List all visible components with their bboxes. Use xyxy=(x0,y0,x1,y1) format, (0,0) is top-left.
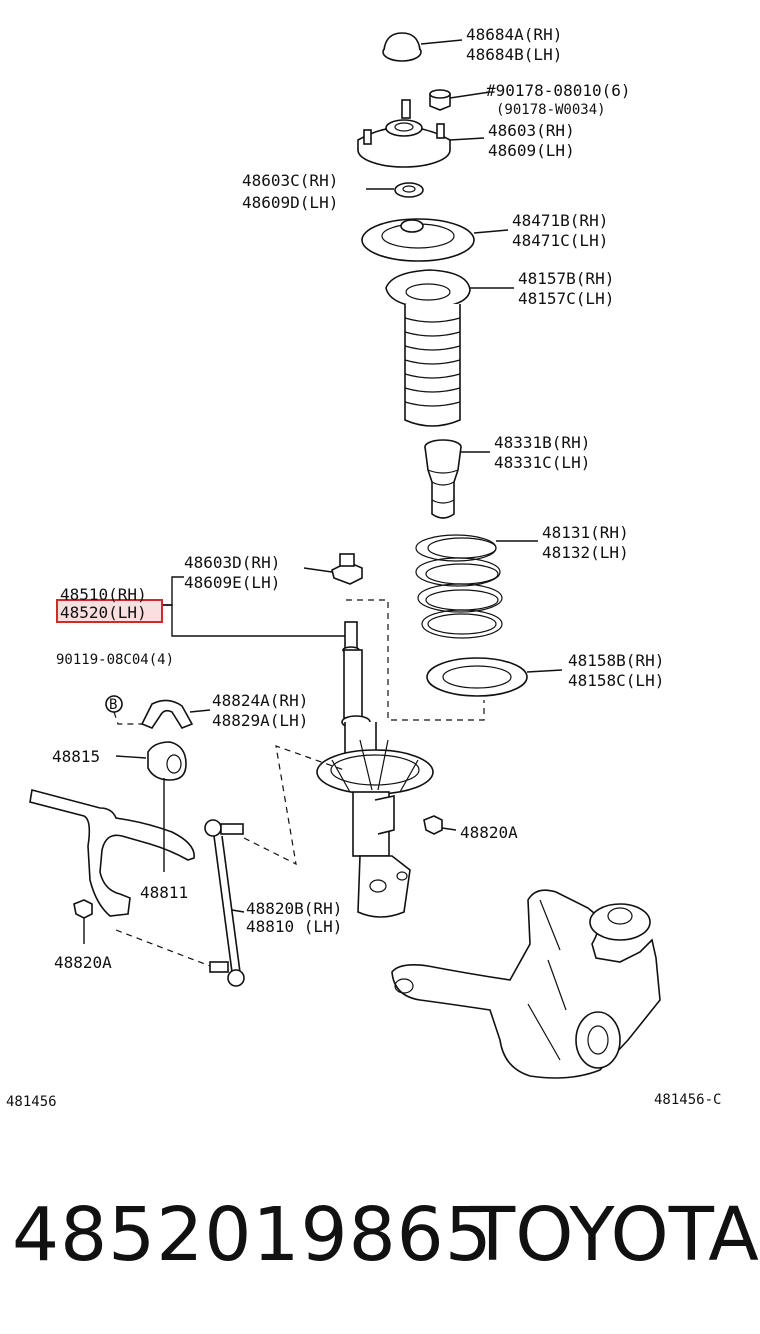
label-nut-top-a[interactable]: #90178-08010(6) xyxy=(486,81,631,100)
label-nut-top-b[interactable]: (90178-W0034) xyxy=(496,102,606,118)
upper-seat-drawing xyxy=(361,218,509,262)
label-cap-lh[interactable]: 48684B(LH) xyxy=(466,45,562,64)
spring-bumper-boot-drawing xyxy=(385,269,514,427)
label-link-lh[interactable]: 48810 (LH) xyxy=(246,917,342,936)
absorber-leader xyxy=(163,576,345,637)
label-rod-nut-rh[interactable]: 48603D(RH) xyxy=(184,553,280,572)
lower-insulator-drawing xyxy=(426,657,563,697)
label-bushing[interactable]: 48815 xyxy=(52,747,100,766)
stabilizer-bar-drawing xyxy=(29,778,195,917)
label-rod-nut-lh[interactable]: 48609E(LH) xyxy=(184,573,280,592)
assembly-line-spring xyxy=(346,599,485,721)
label-washer-lh[interactable]: 48609D(LH) xyxy=(242,193,338,212)
label-bracket-lh[interactable]: 48829A(LH) xyxy=(212,711,308,730)
stabilizer-bushing-drawing xyxy=(115,741,187,781)
label-nut-strut[interactable]: 48820A xyxy=(460,823,518,842)
label-lower-insulator-rh[interactable]: 48158B(RH) xyxy=(568,651,664,670)
suspension-support-drawing xyxy=(357,99,485,168)
bound-bumper-drawing xyxy=(424,439,490,519)
shock-absorber-drawing xyxy=(316,621,434,918)
label-bolt[interactable]: 90119-08C04(4) xyxy=(56,652,174,668)
label-support-rh[interactable]: 48603(RH) xyxy=(488,121,575,140)
dust-cap-drawing xyxy=(382,32,463,62)
selected-part-highlight xyxy=(56,599,163,623)
top-nut-drawing xyxy=(429,89,491,111)
assembly-line-bar xyxy=(115,929,211,967)
label-nut-bar[interactable]: 48820A xyxy=(54,953,112,972)
label-spring-lh[interactable]: 48132(LH) xyxy=(542,543,629,562)
label-upper-seat-rh[interactable]: 48471B(RH) xyxy=(512,211,608,230)
coil-spring-drawing xyxy=(415,534,538,639)
label-cap-rh[interactable]: 48684A(RH) xyxy=(466,25,562,44)
label-boot-rh[interactable]: 48157B(RH) xyxy=(518,269,614,288)
label-link-rh[interactable]: 48820B(RH) xyxy=(246,899,342,918)
rod-nut-drawing xyxy=(303,553,363,585)
figure-code-right: 481456-C xyxy=(654,1092,721,1108)
figure-code-left: 481456 xyxy=(6,1094,57,1110)
label-upper-seat-lh[interactable]: 48471C(LH) xyxy=(512,231,608,250)
stabilizer-bracket-drawing xyxy=(140,699,211,729)
label-boot-lh[interactable]: 48157C(LH) xyxy=(518,289,614,308)
label-bracket-rh[interactable]: 48824A(RH) xyxy=(212,691,308,710)
assembly-line-bolt xyxy=(113,711,142,725)
label-stabilizer-bar[interactable]: 48811 xyxy=(140,883,188,902)
washer-drawing xyxy=(366,182,424,198)
stabilizer-link-drawing xyxy=(204,819,245,987)
label-absorber-lh[interactable]: 48520(LH) xyxy=(60,603,147,622)
brand-caption: TOYOTA xyxy=(470,1192,759,1278)
part-number-caption: 4852019865 xyxy=(12,1192,493,1278)
bar-nut-drawing xyxy=(73,899,93,944)
assembly-line-link xyxy=(243,745,345,866)
strut-nut-drawing xyxy=(423,815,457,835)
steering-knuckle-drawing xyxy=(391,889,661,1079)
label-lower-insulator-lh[interactable]: 48158C(LH) xyxy=(568,671,664,690)
label-support-lh[interactable]: 48609(LH) xyxy=(488,141,575,160)
label-bumper-rh[interactable]: 48331B(RH) xyxy=(494,433,590,452)
label-washer-rh[interactable]: 48603C(RH) xyxy=(242,171,338,190)
label-spring-rh[interactable]: 48131(RH) xyxy=(542,523,629,542)
label-absorber-rh[interactable]: 48510(RH) xyxy=(60,585,147,604)
label-bumper-lh[interactable]: 48331C(LH) xyxy=(494,453,590,472)
label-bolt-ref: B xyxy=(109,697,117,713)
